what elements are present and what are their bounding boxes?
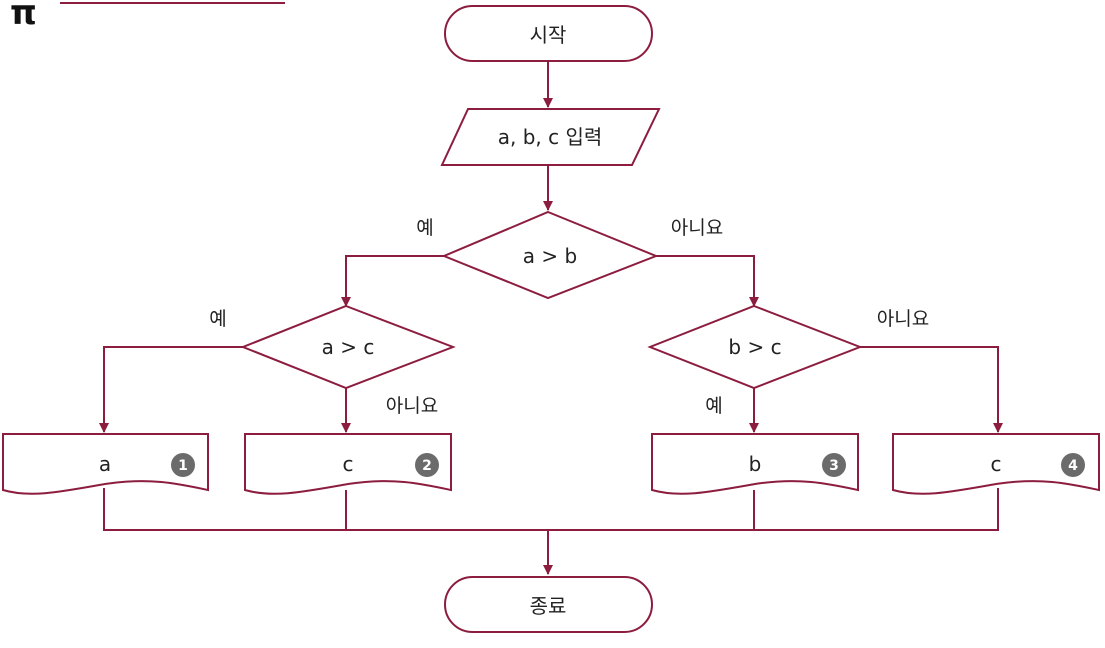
output-3-label: b xyxy=(749,452,762,476)
number-badge-1 xyxy=(171,453,195,477)
edge-label-bc-yes: 예 xyxy=(705,395,722,417)
input-label: a, b, c 입력 xyxy=(498,125,603,149)
output-2-label: c xyxy=(343,452,354,476)
badge-1-label: 1 xyxy=(178,458,188,474)
edge-label-ab-no: 아니요 xyxy=(671,217,723,239)
number-badge-4 xyxy=(1061,453,1085,477)
output-1-label: a xyxy=(99,452,111,476)
start-terminator: 시작 xyxy=(444,5,653,62)
edge-label-ac-yes: 예 xyxy=(209,308,226,330)
connector-merge-bus xyxy=(103,488,999,531)
decision-bc-label: b > c xyxy=(728,335,781,359)
badge-4-label: 4 xyxy=(1068,458,1078,474)
corner-decoration: π xyxy=(10,0,285,33)
badge-3-label: 3 xyxy=(829,458,839,474)
decision-ab-label: a > b xyxy=(523,244,577,268)
decision-a-gt-c: a > c xyxy=(240,304,456,390)
badge-2-label: 2 xyxy=(422,458,432,474)
connector-ab-no xyxy=(656,255,759,307)
output-document-2: c 2 xyxy=(244,433,452,495)
decision-a-gt-b: a > b xyxy=(441,210,659,300)
connector-ac-yes xyxy=(99,346,243,433)
output-4-label: c xyxy=(991,452,1002,476)
output-document-4: c 4 xyxy=(892,433,1100,495)
edge-label-ab-yes: 예 xyxy=(416,217,433,239)
decision-ac-label: a > c xyxy=(322,335,375,359)
number-badge-2 xyxy=(415,453,439,477)
end-terminator: 종료 xyxy=(444,576,653,633)
connector-ab-yes xyxy=(341,255,444,307)
input-node: a, b, c 입력 xyxy=(440,108,661,166)
end-label: 종료 xyxy=(530,594,567,618)
output-document-3: b 3 xyxy=(651,433,859,495)
edge-labels: 예 아니요 예 아니요 예 아니요 xyxy=(209,217,929,417)
edge-label-bc-no: 아니요 xyxy=(877,308,929,330)
corner-mark: π xyxy=(10,0,37,33)
edge-label-ac-no: 아니요 xyxy=(386,395,438,417)
connector-bc-no xyxy=(860,346,1003,433)
connectors xyxy=(99,61,1003,575)
start-label: 시작 xyxy=(530,23,567,47)
number-badge-3 xyxy=(822,453,846,477)
output-document-1: a 1 xyxy=(2,433,209,495)
decision-b-gt-c: b > c xyxy=(647,304,863,390)
